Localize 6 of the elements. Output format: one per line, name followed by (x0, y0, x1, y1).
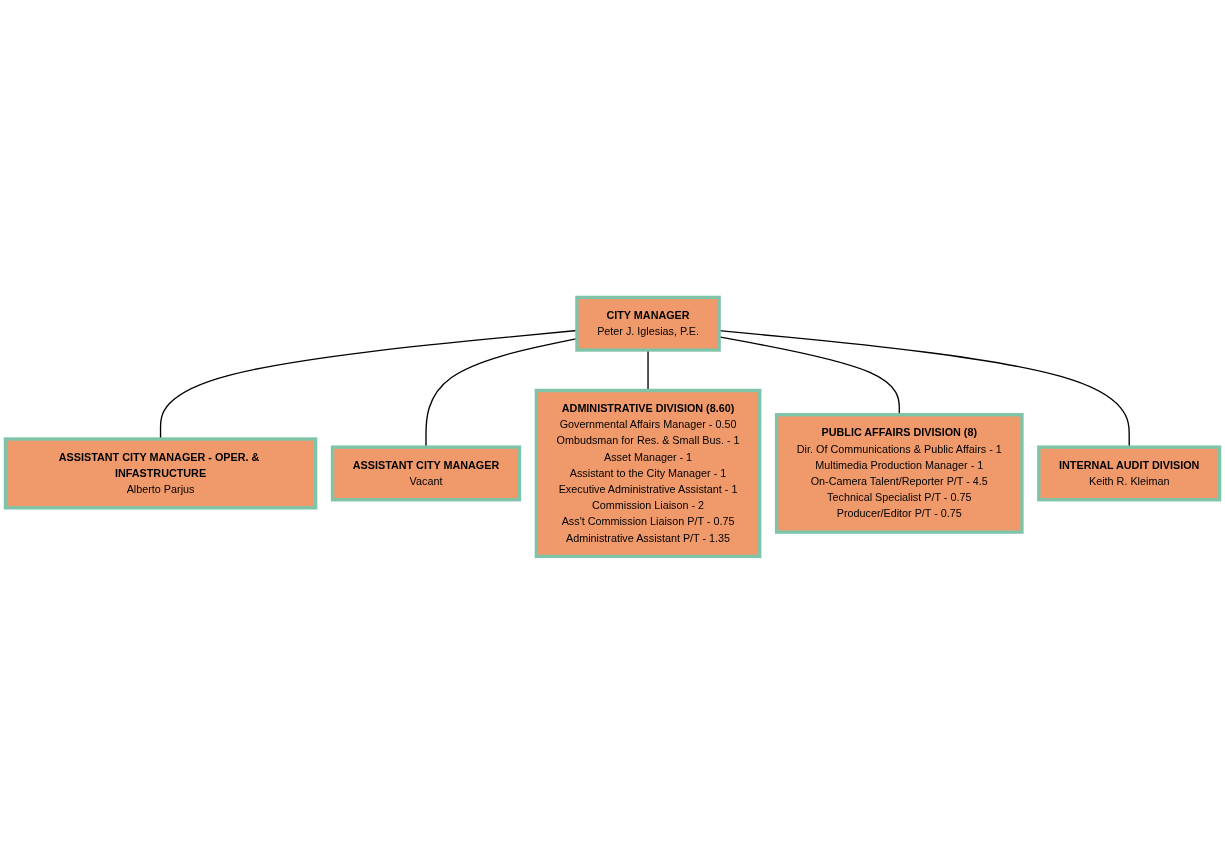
node-box: CITY MANAGER Peter J. Iglesias, P.E. (575, 295, 721, 352)
node-box: ASSISTANT CITY MANAGER Vacant (330, 445, 522, 502)
node-box: PUBLIC AFFAIRS DIVISION (8) Dir. Of Communications & Public Affairs - 1 Multimedia Production Manager - 1 On-Camera Talent/Reporter P/T - 4.5 Technical Specialist P/T - 0.75 Producer/Editor P/T - 0.75 (774, 413, 1024, 534)
node-box: ASSISTANT CITY MANAGER - OPER. & INFASTRUCTURE Alberto Parjus (3, 437, 318, 510)
node-box: ADMINISTRATIVE DIVISION (8.60) Governmental Affairs Manager - 0.50 Ombudsman for Res. & Small Bus. - 1 Asset Manager - 1 Assistant to the City Manager - 1 Executive Administrative Assistant - 1 Commission Liaison - 2 Ass't Commission Liaison P/T - 0.75 Administrative Assistant P/T - 1.35 (534, 388, 762, 559)
node-box: INTERNAL AUDIT DIVISION Keith R. Kleiman (1037, 445, 1222, 502)
